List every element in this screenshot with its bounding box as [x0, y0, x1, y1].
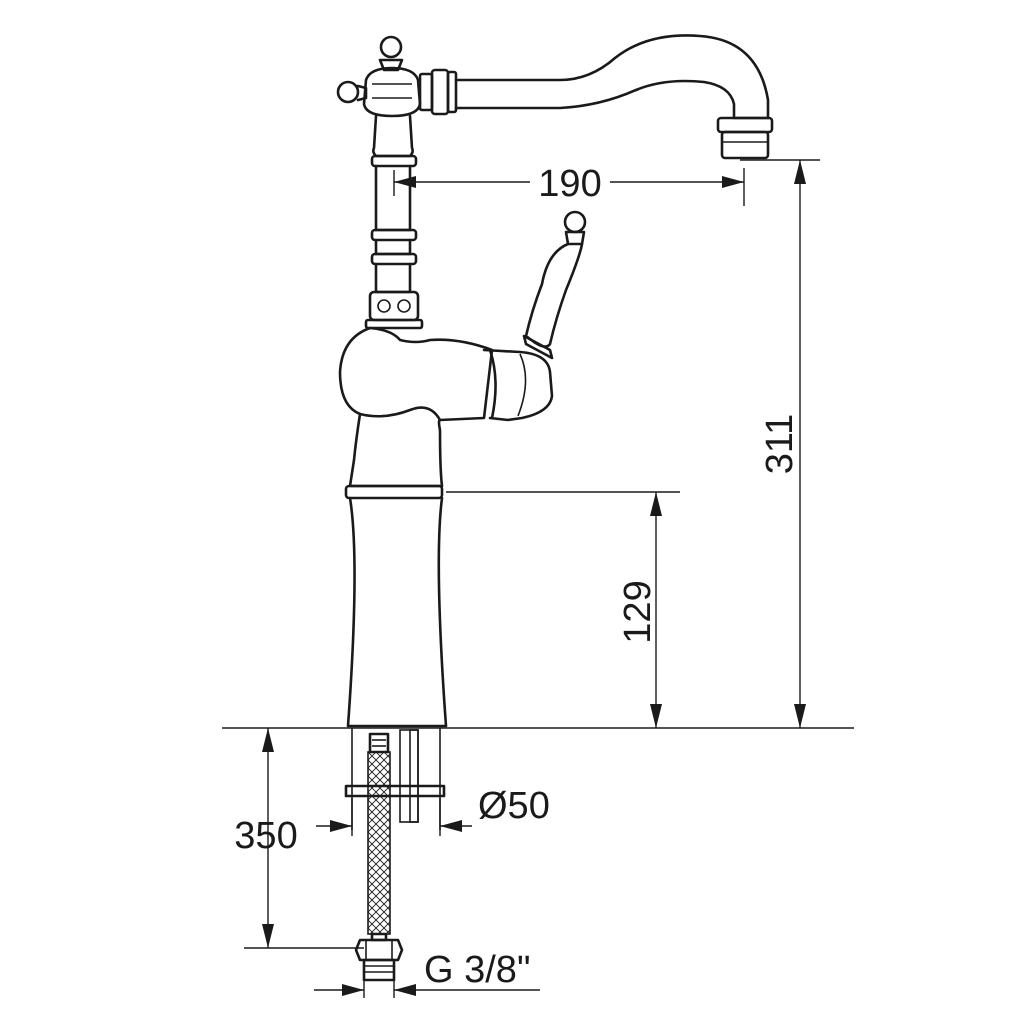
braided-hose	[367, 751, 391, 935]
lever-handle	[522, 210, 587, 360]
faucet-outline	[336, 34, 774, 728]
mounting-nut	[344, 784, 446, 798]
dim-total-height-label: 311	[759, 414, 801, 475]
swivel-head	[362, 66, 422, 118]
aerator	[716, 116, 774, 160]
base-ring	[344, 484, 444, 500]
cartridge-cap	[482, 348, 554, 422]
spout	[454, 34, 770, 120]
dim-body-height-label: 129	[617, 580, 659, 643]
dim-total-height: 311	[740, 159, 820, 728]
lower-body	[348, 412, 444, 488]
dim-spout-reach-label: 190	[538, 163, 601, 205]
dim-body-height: 129	[446, 491, 680, 728]
dim-hose-length: 350	[234, 728, 364, 949]
top-knob	[378, 35, 404, 72]
dim-thread: G 3/8"	[314, 949, 540, 998]
base-column	[346, 496, 448, 728]
dim-hose-length-label: 350	[234, 815, 297, 857]
hose-end-nut	[354, 932, 404, 982]
dim-base-diameter-label: Ø50	[478, 785, 550, 827]
dim-spout-reach: 190	[393, 163, 745, 206]
spout-collar	[418, 68, 458, 116]
column	[364, 114, 424, 330]
dim-thread-label: G 3/8"	[424, 949, 530, 991]
below-deck-assembly	[222, 727, 854, 982]
dim-base-diameter: Ø50	[316, 785, 550, 836]
valve-housing	[338, 326, 494, 422]
side-knob	[336, 80, 368, 104]
